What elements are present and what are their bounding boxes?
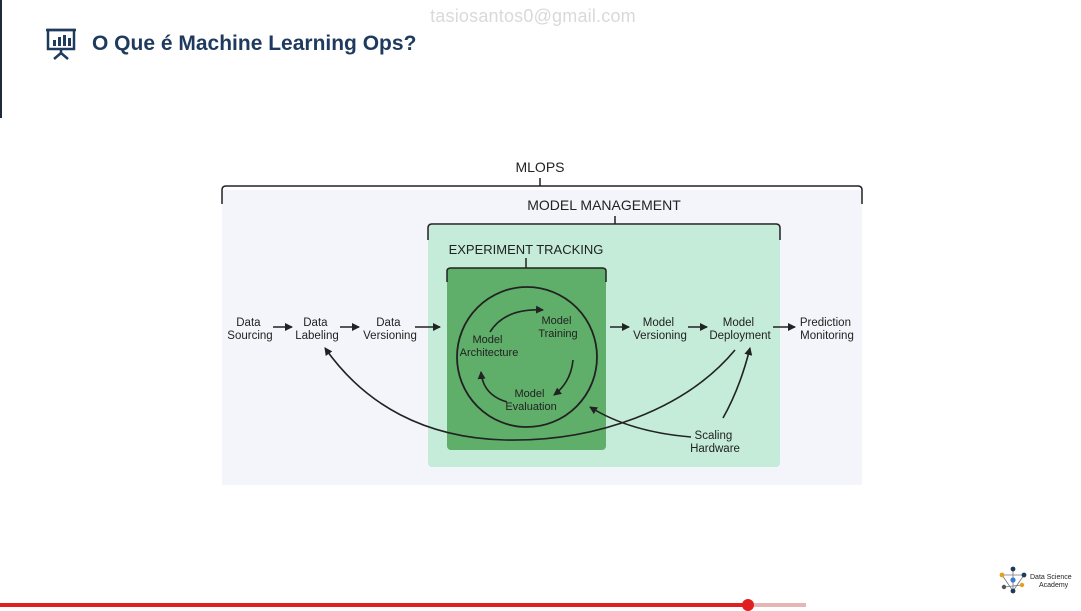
experiment-tracking-label: EXPERIMENT TRACKING	[449, 242, 604, 257]
page-title: O Que é Machine Learning Ops?	[92, 32, 417, 55]
email-watermark: tasiosantos0@gmail.com	[430, 6, 636, 26]
node-data-versioning: Data Versioning	[363, 317, 417, 342]
video-progress-handle[interactable]	[742, 599, 755, 611]
model-management-label: MODEL MANAGEMENT	[527, 197, 681, 213]
arrow-training-to-evaluation	[553, 359, 574, 396]
node-model-deployment: Model Deployment	[709, 317, 771, 342]
experiment-tracking-region	[447, 268, 606, 450]
mlops-bracket	[221, 178, 863, 204]
data-science-academy-logo: Data Science Academy	[998, 565, 1078, 595]
logo-line-2: Academy	[1039, 582, 1069, 589]
arrow-hardware-to-tracking	[589, 406, 692, 438]
arrow-evaluation-to-architecture	[477, 371, 508, 403]
arrow-hardware-to-deployment	[722, 347, 753, 419]
video-progress-bar[interactable]	[0, 603, 749, 607]
node-model-versioning: Model Versioning	[633, 317, 687, 342]
experiment-tracking-bracket	[446, 258, 607, 282]
experiment-cycle-ring	[456, 286, 598, 428]
model-management-bracket	[427, 216, 781, 240]
node-data-labeling: Data Labeling	[295, 317, 338, 342]
slide-header: O Que é Machine Learning Ops?	[44, 26, 416, 62]
node-model-evaluation: Model Evaluation	[505, 388, 556, 413]
mlops-diagram: MLOPS MODEL MANAGEMENT EXPERIMENT TRACKI…	[221, 159, 863, 485]
arrow-architecture-to-training	[489, 305, 544, 333]
node-scaling-hardware: Scaling Hardware	[690, 430, 740, 455]
node-data-sourcing: Data Sourcing	[227, 317, 272, 342]
node-model-architecture: Model Architecture	[460, 334, 519, 359]
logo-line-1: Data Science	[1030, 574, 1072, 581]
presentation-chart-icon	[46, 28, 76, 60]
left-edge-bar	[0, 0, 2, 118]
arrow-deployment-feedback-to-labeling	[324, 347, 736, 441]
node-prediction-monitoring: Prediction Monitoring	[800, 317, 854, 342]
node-model-training: Model Training	[538, 315, 577, 340]
mlops-label: MLOPS	[515, 159, 564, 175]
network-logo-icon	[999, 566, 1027, 594]
